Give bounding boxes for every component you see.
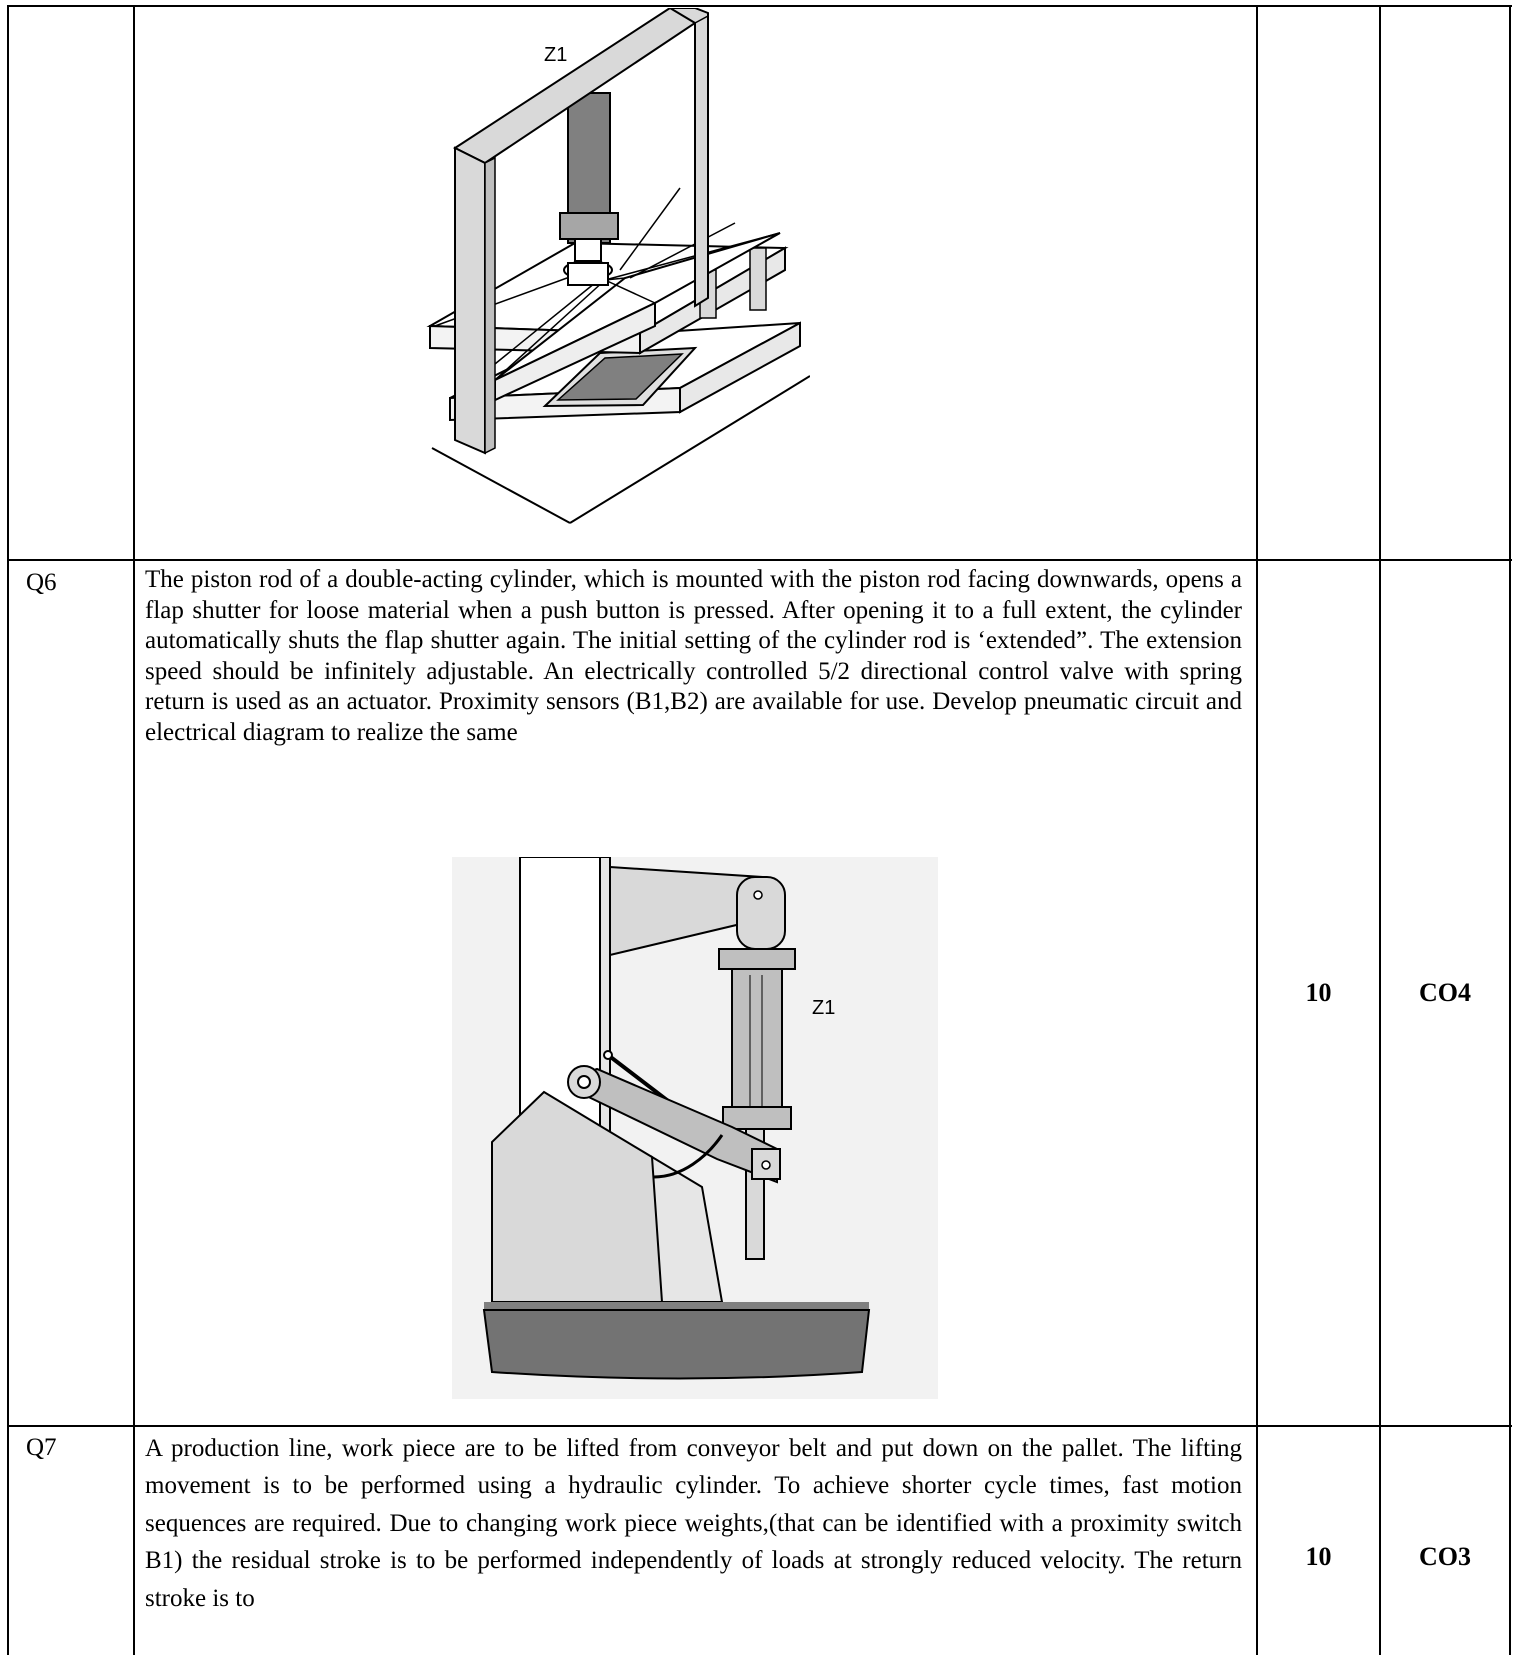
question-number-q6: Q6 [26,569,57,596]
marks-q6: 10 [1305,978,1332,1007]
marks-q7: 10 [1305,1542,1332,1571]
column-divider-2 [1256,5,1258,1655]
table-right-border [1509,5,1511,1655]
course-outcome-q7: CO3 [1419,1542,1471,1571]
flap-cylinder-label: Z1 [812,997,836,1019]
question-text-q6: The piston rod of a double-acting cylind… [145,566,1242,746]
question-number-q7: Q7 [26,1434,57,1461]
table-left-border [7,5,9,1655]
course-outcome-q6: CO4 [1419,978,1471,1007]
question-text-q7: A production line, work piece are to be … [145,1435,1242,1612]
press-cylinder-label: Z1 [544,44,568,66]
press-figure: Z1 [390,8,810,526]
row-divider-1 [7,559,1512,561]
row-divider-2 [7,1425,1512,1427]
column-divider-1 [133,5,135,1655]
flap-shutter-figure: Z1 [452,857,938,1399]
column-divider-3 [1379,5,1381,1655]
table-top-border [7,5,1512,7]
